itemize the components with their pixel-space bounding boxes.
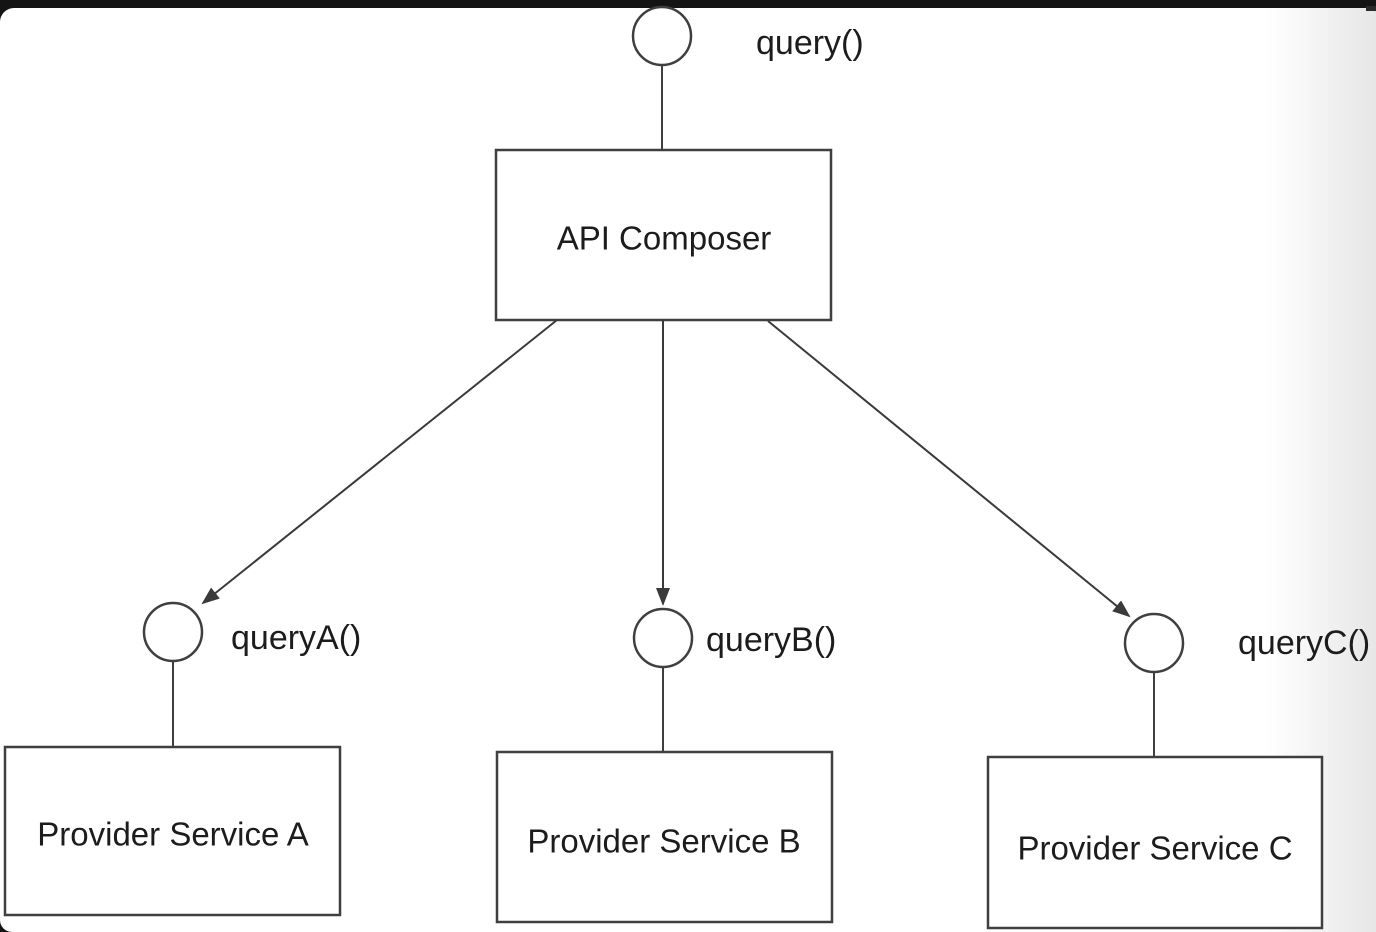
- api-composer-box: [494, 148, 833, 322]
- interface-label-queryA: queryA(): [231, 619, 361, 657]
- interface-circle-queryA: [142, 601, 204, 663]
- provider-service-b-label: Provider Service B: [527, 823, 800, 860]
- provider-service-c-label: Provider Service C: [1017, 830, 1292, 867]
- provider-service-a-label: Provider Service A: [37, 816, 308, 853]
- top-right-notch: [1366, 6, 1376, 11]
- provider-service-a-box: [3, 745, 342, 917]
- interface-circle-queryB: [632, 607, 694, 669]
- interface-label-query: query(): [756, 24, 864, 62]
- arrow-composer-to-queryA: [201, 319, 558, 605]
- interface-label-queryC: queryC(): [1238, 624, 1370, 662]
- arrow-composer-to-queryC: [767, 320, 1131, 618]
- interface-circle-query: [631, 5, 693, 67]
- provider-service-c-box: [986, 755, 1324, 930]
- interface-circle-queryC: [1123, 612, 1185, 674]
- provider-service-b-box: [495, 750, 834, 924]
- interface-label-queryB: queryB(): [706, 621, 836, 659]
- api-composer-label: API Composer: [557, 220, 772, 257]
